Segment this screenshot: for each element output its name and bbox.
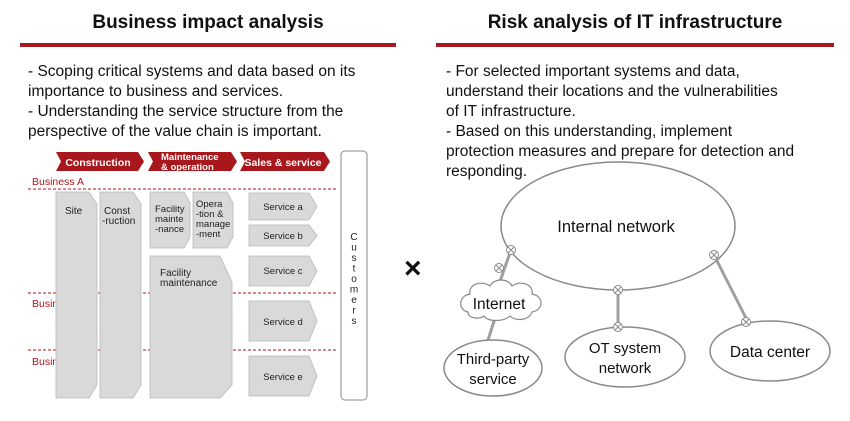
left-desc-line: perspective of the value chain is import… xyxy=(28,123,322,140)
customers-letter: m xyxy=(350,285,358,296)
stage-maintenance-label: Maintenance xyxy=(161,152,219,163)
port-marker-icon xyxy=(613,322,623,332)
service-d-label: Service d xyxy=(263,317,303,328)
right-desc-line: - Based on this understanding, implement xyxy=(446,123,733,140)
service-d-arrow xyxy=(248,300,318,342)
operation-management-box xyxy=(192,191,234,249)
right-title-rule xyxy=(436,43,834,47)
left-desc-line: - Understanding the service structure fr… xyxy=(28,103,344,120)
facility-maint-top-3: -nance xyxy=(155,224,184,235)
right-desc-line: of IT infrastructure. xyxy=(446,103,576,120)
customers-box xyxy=(340,150,368,401)
stage-construction-arrow xyxy=(56,152,144,171)
third-party-label-1: Third-party xyxy=(457,351,530,368)
right-desc-line: protection measures and prepare for dete… xyxy=(446,143,795,160)
facility-maintenance-bottom-box xyxy=(149,255,233,399)
customers-letter: C xyxy=(350,232,357,243)
port-marker-icon xyxy=(709,250,719,260)
stage-construction-label: Construction xyxy=(65,157,130,169)
facility-maintenance-top-box xyxy=(149,191,191,249)
customers-letter: t xyxy=(353,264,356,275)
customers-letter: s xyxy=(352,316,357,327)
service-a-label: Service a xyxy=(263,202,303,213)
service-a-arrow xyxy=(248,192,318,221)
construction-label-2: -ruction xyxy=(102,216,135,227)
business-a-label: Business A xyxy=(32,176,84,188)
construction-column xyxy=(99,191,142,399)
right-desc-line: understand their locations and the vulne… xyxy=(446,83,778,100)
construction-label-1: Const xyxy=(104,206,130,217)
port-markers xyxy=(494,245,751,332)
internet-label: Internet xyxy=(473,296,526,313)
operation-label-4: -ment xyxy=(196,229,221,240)
port-marker-icon xyxy=(506,245,516,255)
stage-maintenance-arrow xyxy=(148,152,237,171)
site-column xyxy=(55,191,98,399)
operation-label-3: manage xyxy=(196,219,230,230)
ot-system-node xyxy=(564,326,686,388)
link-internal-datacenter xyxy=(712,254,750,323)
right-desc-line: - For selected important systems and dat… xyxy=(446,63,740,80)
left-desc-line: - Scoping critical systems and data base… xyxy=(28,63,356,80)
right-desc-line: responding. xyxy=(446,163,528,180)
third-party-label-2: service xyxy=(469,371,517,388)
facility-maint-bottom-2: maintenance xyxy=(160,278,218,289)
port-marker-icon xyxy=(494,263,504,273)
ot-system-label-1: OT system xyxy=(589,340,661,357)
stage-sales-arrow xyxy=(240,152,330,171)
ot-system-label-2: network xyxy=(599,360,652,377)
operation-label-1: Opera xyxy=(196,199,223,210)
customers-letter: e xyxy=(351,295,357,306)
port-marker-icon xyxy=(741,317,751,327)
left-panel-title: Business impact analysis xyxy=(92,12,324,33)
service-e-label: Service e xyxy=(263,372,303,383)
facility-maint-top-2: mainte xyxy=(155,214,184,225)
customers-letter: u xyxy=(351,243,357,254)
left-description: - Scoping critical systems and data base… xyxy=(28,62,388,142)
customers-letter: s xyxy=(352,253,357,264)
right-panel-title: Risk analysis of IT infrastructure xyxy=(487,12,783,33)
service-b-arrow xyxy=(248,224,318,247)
stage-operation-label: & operation xyxy=(161,162,214,173)
facility-maint-bottom-1: Facility xyxy=(160,268,191,279)
left-desc-line: importance to business and services. xyxy=(28,83,284,100)
right-description: - For selected important systems and dat… xyxy=(446,62,836,182)
service-c-label: Service c xyxy=(263,266,302,277)
internet-cloud xyxy=(460,279,542,322)
third-party-node xyxy=(443,339,543,397)
combine-operator: × xyxy=(404,252,422,285)
service-e-arrow xyxy=(248,355,318,397)
customers-letter: o xyxy=(351,274,357,285)
internal-network-label: Internal network xyxy=(557,218,675,236)
stage-sales-label: Sales & service xyxy=(244,157,321,169)
facility-maint-top-1: Facility xyxy=(155,204,185,215)
customers-letter: r xyxy=(352,306,356,317)
port-marker-icon xyxy=(613,285,623,295)
data-center-node xyxy=(709,320,831,382)
operation-label-2: -tion & xyxy=(196,209,224,220)
left-title-rule xyxy=(20,43,396,47)
data-center-label: Data center xyxy=(730,344,810,361)
service-c-arrow xyxy=(248,255,318,287)
site-label: Site xyxy=(65,206,83,217)
service-b-label: Service b xyxy=(263,231,303,242)
